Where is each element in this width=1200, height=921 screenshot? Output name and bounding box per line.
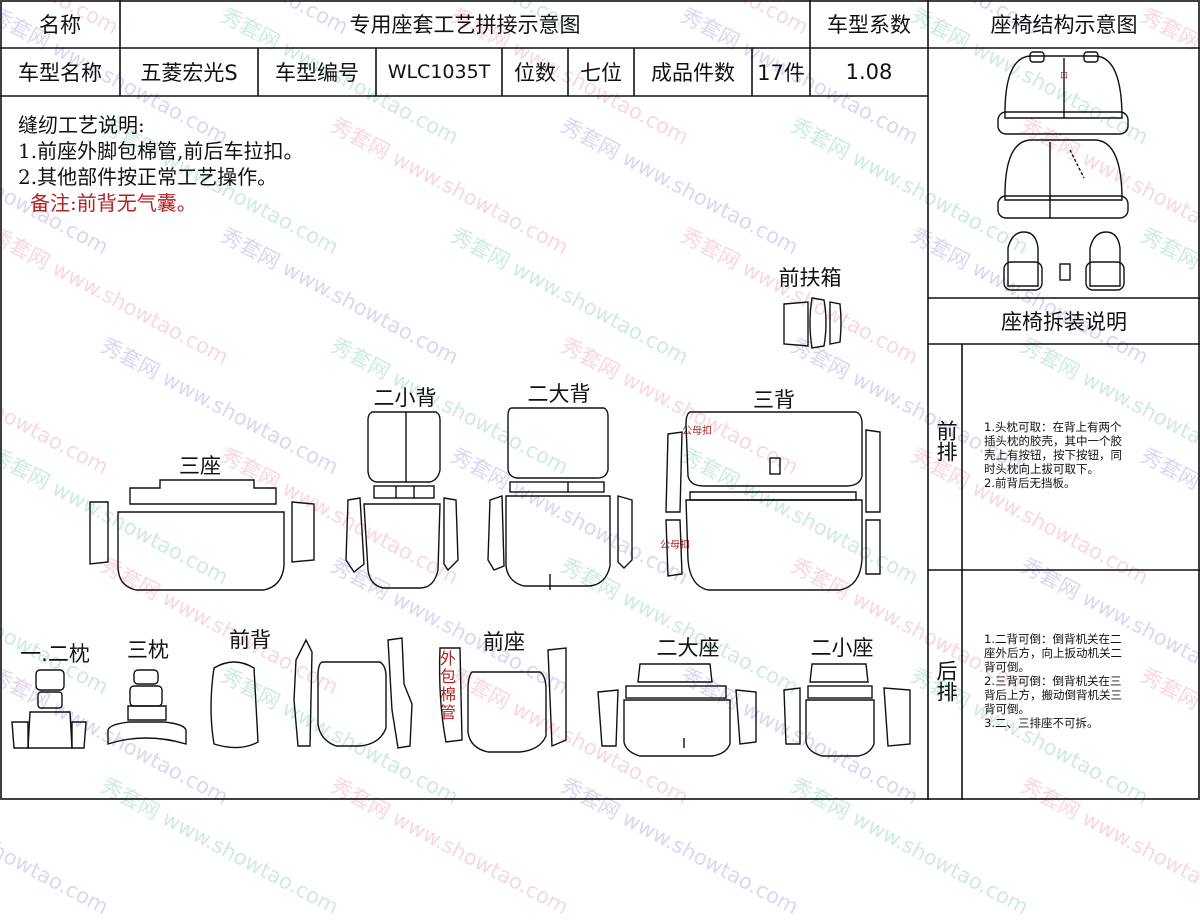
model-name-label: 车型名称 [18,61,102,85]
svg-text:口: 口 [1060,71,1068,80]
name-label: 名称 [39,13,81,37]
page-title: 专用座套工艺拼接示意图 [349,13,581,37]
part-third-seat [89,479,315,591]
label-front-back: 前背 [229,628,271,652]
part-front-armrest [783,297,842,349]
notes-line-2: 2.其他部件按正常工艺操作。 [18,165,278,189]
coef-value: 1.08 [845,60,893,84]
front-row-line: 插头枕的胶壳，其中一个胶 [984,434,1122,448]
rear-row-line: 1.二背可倒：倒背机关在二 [984,632,1122,646]
pieces-value: 17件 [757,61,805,85]
sewing-notes: 缝纫工艺说明: 1.前座外脚包棉管,前后车拉扣。 2.其他部件按正常工艺操作。 … [18,112,303,216]
buckle-note-top: 公母扣 [682,426,712,437]
label-second-small-seat: 二小座 [810,636,874,660]
front-row-line: 2.前背后无挡板。 [984,476,1076,490]
disassembly-title: 座椅拆装说明 [1001,310,1127,334]
front-row-line: 壳上有按钮，按下按钮，同 [984,448,1122,462]
structure-title: 座椅结构示意图 [990,13,1138,37]
model-name: 五菱宏光S [140,61,238,85]
model-no-label: 车型编号 [275,61,359,85]
table-grid [0,0,1200,800]
part-front-seat [438,647,567,753]
seats-label: 位数 [514,61,556,85]
part-second-big-seat [597,663,757,757]
rear-row-line: 3.二、三排座不可拆。 [984,716,1099,730]
seats-value: 七位 [580,61,622,85]
part-first-second-pillow [11,669,87,749]
notes-line-1: 1.前座外脚包棉管,前后车拉扣。 [18,139,304,163]
buckle-note-bottom: 公母扣 [660,540,690,551]
rear-row-line: 2.三背可倒：倒背机关在三 [984,674,1122,688]
part-second-big-back [487,407,633,590]
front-row-line: 时头枕向上拔可取下。 [984,462,1099,476]
label-first-second-pillow: 一.二枕 [20,642,90,666]
label-front-armrest: 前扶箱 [778,266,842,290]
rear-row-line: 背后上方，搬动倒背机关三 [984,688,1122,702]
front-row-label: 前排 [934,420,958,462]
notes-heading: 缝纫工艺说明: [18,113,145,137]
label-second-big-back: 二大背 [527,382,591,406]
seat-structure-diagram: 口 [997,51,1129,291]
part-front-back [210,637,413,749]
part-third-pillow [107,669,187,745]
label-front-seat: 前座 [483,630,525,654]
rear-row-line: 背可倒。 [984,702,1030,716]
model-no: WLC1035T [387,61,491,83]
label-third-pillow: 三枕 [127,638,169,662]
rear-row-label: 后排 [934,660,958,702]
label-second-small-back: 二小背 [373,386,437,410]
front-row-line: 1.头枕可取：在背上有两个 [984,420,1122,434]
rear-row-line: 背可倒。 [984,660,1030,674]
pattern-drawing: 口 [0,0,1200,800]
part-second-small-back [345,411,459,589]
part-third-back [665,411,881,591]
label-third-seat: 三座 [179,454,221,478]
rear-row-instructions: 1.二背可倒：倒背机关在二座外后方，向上扳动机关二背可倒。2.三背可倒：倒背机关… [984,632,1194,730]
front-row-instructions: 1.头枕可取：在背上有两个插头枕的胶壳，其中一个胶壳上有按钮，按下按钮，同时头枕… [984,420,1194,490]
label-second-big-seat: 二大座 [656,636,720,660]
rear-row-line: 座外后方，向上扳动机关二 [984,646,1122,660]
coef-label: 车型系数 [827,13,911,37]
outer-tube-note: 外包棉管 [439,649,456,722]
label-third-back: 三背 [753,388,795,412]
pieces-label: 成品件数 [651,61,735,85]
notes-remark: 备注:前背无气囊。 [30,191,197,215]
part-second-small-seat [783,663,911,757]
